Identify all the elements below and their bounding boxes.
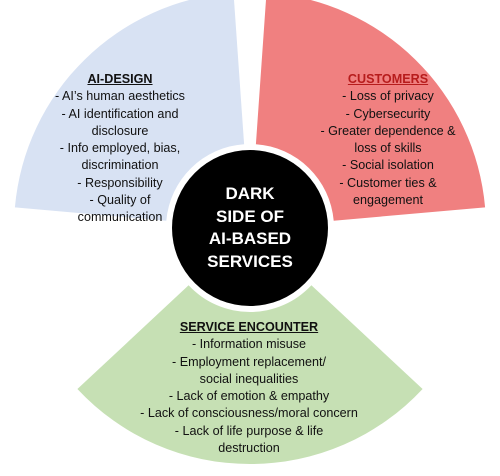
ai-design-panel: AI-DESIGN - AI’s human aesthetics - AI i… (22, 71, 218, 227)
center-label-line: SIDE OF (215, 206, 284, 226)
customers-item: - Greater dependence & (320, 123, 456, 138)
service-encounter-item: - Information misuse (191, 337, 307, 352)
service-encounter-item: - Lack of emotion & empathy (168, 389, 330, 404)
customers-item: - Loss of privacy (342, 89, 434, 104)
center-label-line: AI-BASED (208, 229, 292, 248)
ai-design-item: - AI’s human aesthetics (55, 89, 185, 104)
service-encounter-item: - Employment replacement/ (172, 354, 326, 369)
service-encounter-item: social inequalities (199, 371, 299, 386)
center-circle (172, 150, 328, 306)
ai-design-item: communication (77, 210, 163, 225)
ai-design-item: - Info employed, bias, (59, 141, 181, 156)
service-encounter-title: SERVICE ENCOUNTER (179, 320, 319, 334)
service-encounter-item: - Lack of life purpose & life (174, 423, 324, 438)
ai-design-item: disclosure (91, 123, 149, 138)
service-encounter-item: destruction (218, 441, 280, 456)
center-label-line: SERVICES (207, 251, 293, 271)
center-label-line: DARK (225, 184, 275, 203)
customers-item: - Customer ties & (339, 175, 437, 190)
customers-panel: CUSTOMERS - Loss of privacy - Cybersecur… (300, 71, 476, 209)
customers-item: - Social isolation (342, 158, 434, 173)
service-encounter-item: - Lack of consciousness/moral concern (140, 406, 358, 421)
ai-design-title: AI-DESIGN (87, 72, 153, 86)
ai-design-item: - AI identification and (61, 106, 179, 121)
customers-title: CUSTOMERS (347, 72, 429, 86)
ai-design-sector (14, 0, 245, 221)
service-encounter-panel: SERVICE ENCOUNTER - Information misuse -… (110, 319, 388, 457)
customers-item: loss of skills (354, 141, 422, 156)
ai-design-item: discrimination (81, 158, 159, 173)
ai-design-item: - Responsibility (77, 175, 163, 190)
customers-sector (255, 0, 486, 221)
ai-design-item: - Quality of (89, 193, 151, 208)
service-encounter-sector (77, 285, 423, 465)
center-label: DARK SIDE OF AI-BASED SERVICES (186, 172, 314, 284)
customers-item: engagement (352, 193, 424, 208)
customers-item: - Cybersecurity (345, 106, 431, 121)
